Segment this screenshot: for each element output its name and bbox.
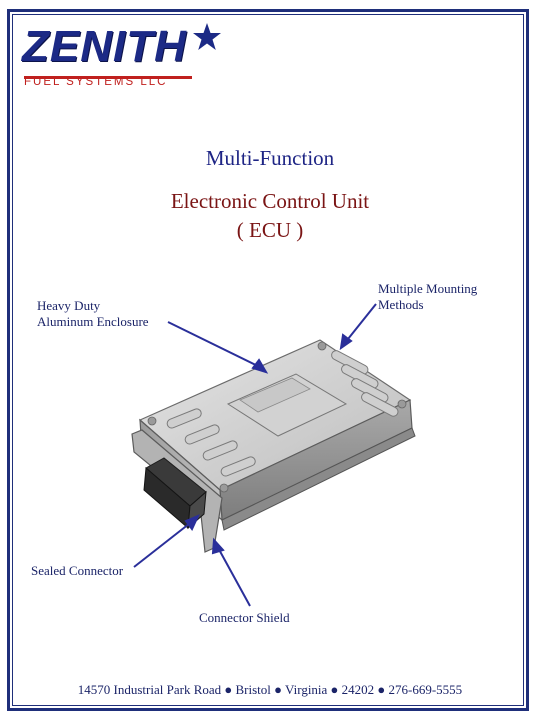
title-line-2: Electronic Control Unit (170, 189, 370, 213)
title-line-3: ( ECU ) (236, 218, 304, 242)
arrow-sealed-connector (133, 519, 195, 568)
callout-mounting-line2: Methods (378, 297, 424, 312)
connector-shield-plate (131, 429, 223, 553)
arrow-connector-shield (215, 543, 251, 607)
callout-mounting-line1: Multiple Mounting (378, 281, 478, 296)
callout-connector-shield: Connector Shield (199, 610, 290, 625)
callout-heavy-duty: Heavy Duty Aluminum Enclosure (37, 298, 149, 330)
page-border-inner (12, 14, 524, 706)
logo-wordmark: ZENITH (22, 22, 187, 71)
zenith-logo: ZENITH (22, 22, 222, 94)
sealed-connector (143, 457, 207, 530)
arrow-mounting (343, 303, 377, 345)
star-icon (193, 23, 221, 50)
callout-mounting: Multiple Mounting Methods (378, 281, 477, 313)
logo-subtitle: FUEL SYSTEMS LLC (24, 76, 168, 88)
footer-address: 14570 Industrial Park Road ● Bristol ● V… (77, 682, 463, 697)
title-line-1: Multi-Function (205, 146, 335, 170)
callout-heavy-duty-line2: Aluminum Enclosure (37, 314, 149, 329)
arrow-heavy-duty (167, 321, 263, 369)
callout-sealed-connector: Sealed Connector (31, 563, 124, 578)
page-border-outer (7, 9, 529, 711)
callout-heavy-duty-line1: Heavy Duty (37, 298, 101, 313)
logo-underline (24, 76, 192, 79)
